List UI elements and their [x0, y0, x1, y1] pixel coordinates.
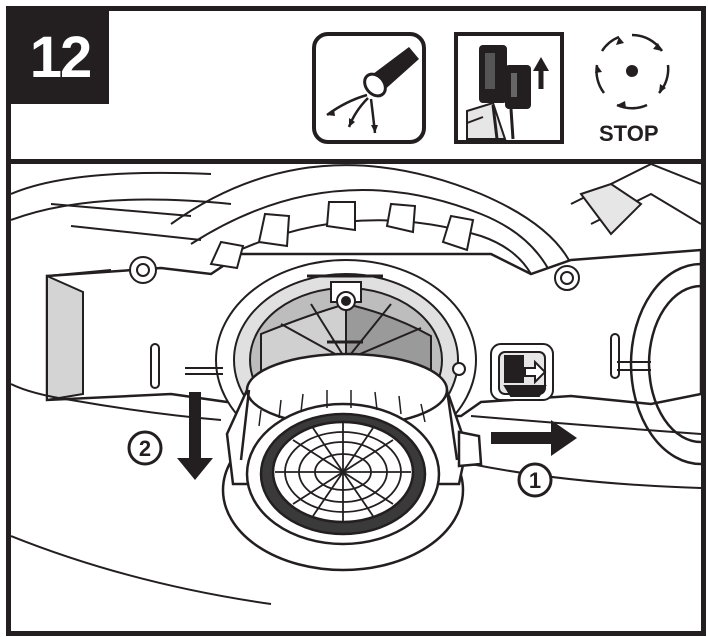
callout-1: 1 — [517, 462, 553, 498]
callout-1-label: 1 — [529, 468, 541, 493]
mower-illustration: 1 2 — [11, 164, 701, 605]
header-strip: 12 — [11, 11, 701, 164]
battery-removal-icon — [454, 32, 564, 144]
step-number-badge: 12 — [11, 11, 109, 104]
lock-switch — [490, 343, 554, 401]
arrow-right-step-1 — [491, 420, 577, 456]
stop-rotation-icon — [595, 33, 670, 110]
mulching-plug — [221, 340, 483, 572]
arrow-down-step-2 — [177, 392, 213, 480]
callout-2-label: 2 — [139, 436, 151, 461]
callout-2: 2 — [127, 430, 163, 466]
spark-plug-icon — [312, 32, 426, 144]
instruction-panel: 12 — [6, 6, 706, 636]
stop-label: STOP — [599, 121, 659, 146]
